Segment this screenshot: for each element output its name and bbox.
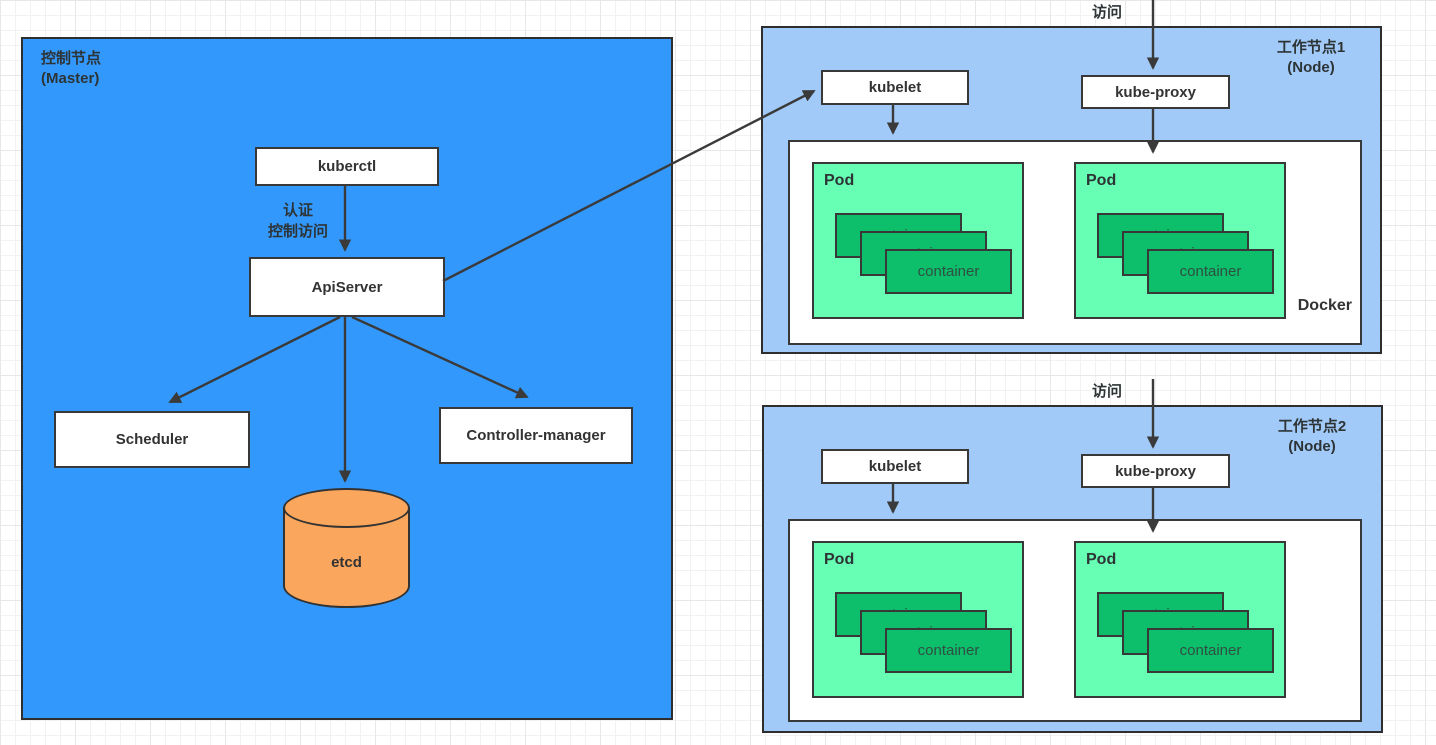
etcd-cylinder-top	[283, 488, 410, 528]
node2-title: 工作节点2 (Node)	[1257, 417, 1367, 457]
pod-label: Pod	[824, 551, 855, 568]
node2-title-line2: (Node)	[1288, 438, 1336, 455]
node1-kubelet-box: kubelet	[821, 70, 969, 105]
master-node-group: 控制节点 (Master) kuberctl 认证 控制访问 ApiServer…	[21, 37, 673, 720]
kuberctl-box: kuberctl	[255, 147, 439, 186]
auth-control-label: 认证 控制访问	[253, 200, 343, 242]
worker-node2-group: 工作节点2 (Node) kubelet kube-proxy Pod cont…	[762, 405, 1383, 733]
master-title: 控制节点 (Master)	[41, 49, 101, 89]
node1-pod-1: Pod container container container	[812, 162, 1024, 319]
node1-docker-label: Docker	[1297, 297, 1352, 314]
node1-pod-2: Pod container container container	[1074, 162, 1286, 319]
pod-label: Pod	[1086, 551, 1117, 568]
scheduler-box: Scheduler	[54, 411, 250, 468]
node1-kube-proxy-box: kube-proxy	[1081, 75, 1230, 109]
node2-docker-box: Pod container container container Pod co…	[788, 519, 1362, 722]
node2-access-label: 访问	[1091, 383, 1122, 400]
etcd-cylinder: etcd	[283, 488, 410, 608]
node1-docker-box: Docker Pod container container container…	[788, 140, 1362, 345]
controller-manager-box: Controller-manager	[439, 407, 633, 464]
container-box: container	[885, 628, 1012, 673]
node1-title-line1: 工作节点1	[1276, 39, 1346, 56]
master-title-line2: (Master)	[41, 70, 100, 87]
master-title-line1: 控制节点	[41, 50, 102, 67]
node2-title-line1: 工作节点2	[1277, 418, 1347, 435]
worker-node1-group: 工作节点1 (Node) kubelet kube-proxy Docker P…	[761, 26, 1382, 354]
container-box: container	[1147, 249, 1274, 294]
node1-access-label: 访问	[1091, 4, 1122, 21]
pod-label: Pod	[824, 172, 855, 189]
node2-kube-proxy-box: kube-proxy	[1081, 454, 1230, 488]
etcd-label: etcd	[331, 554, 362, 571]
container-box: container	[1147, 628, 1274, 673]
node1-title: 工作节点1 (Node)	[1256, 38, 1366, 78]
node2-pod-1: Pod container container container	[812, 541, 1024, 698]
node1-title-line2: (Node)	[1287, 59, 1335, 76]
auth-label-line1: 认证	[282, 202, 313, 219]
apiserver-box: ApiServer	[249, 257, 445, 317]
node2-kubelet-box: kubelet	[821, 449, 969, 484]
container-box: container	[885, 249, 1012, 294]
pod-label: Pod	[1086, 172, 1117, 189]
auth-label-line2: 控制访问	[267, 223, 328, 240]
node2-pod-2: Pod container container container	[1074, 541, 1286, 698]
